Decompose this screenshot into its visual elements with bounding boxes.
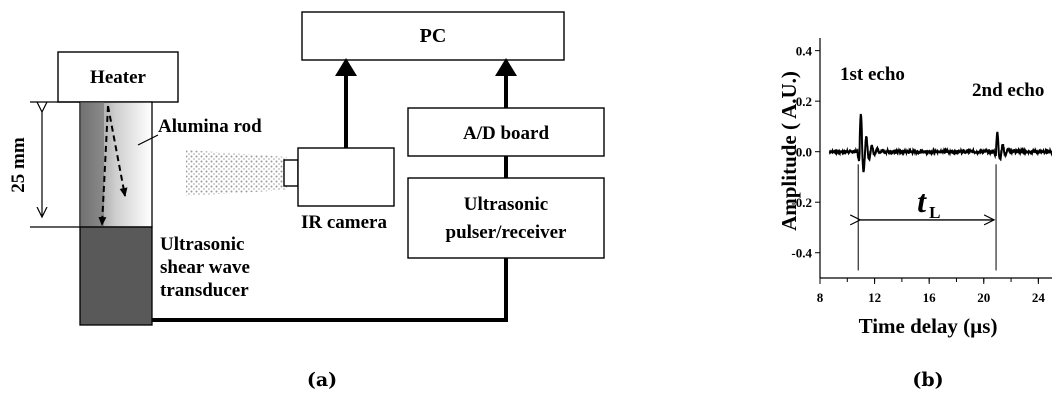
transducer-label-2: shear wave <box>160 257 250 278</box>
y-tick-label: -0.4 <box>791 246 812 261</box>
x-tick-label: 12 <box>868 290 881 305</box>
pc-box <box>301 11 565 61</box>
y-axis-label: Amplitude ( A.U.) <box>777 71 801 231</box>
echo1-label: 1st echo <box>840 64 905 85</box>
plot-axes <box>819 38 1052 279</box>
waveform-plot: 0.4 0.2 0.0 -0.2 -0.4 8 12 16 20 24 1st echo 2nd e… <box>777 38 1052 391</box>
ir-camera-lens <box>283 159 299 187</box>
camera-to-pc-arrowhead <box>335 58 357 76</box>
transducer-block <box>79 226 153 326</box>
x-tick-label: 8 <box>817 290 824 305</box>
x-tick-label: 20 <box>977 290 990 305</box>
rod-label: Alumina rod <box>158 116 262 137</box>
ir-camera-body <box>297 147 395 207</box>
y-tick-label: 0.0 <box>796 145 812 160</box>
pulser-receiver-box <box>407 177 605 259</box>
heater-box <box>57 51 179 103</box>
caption-a: (a) <box>307 369 337 391</box>
transducer-label-3: transducer <box>160 280 249 301</box>
interval-label: t <box>917 183 927 219</box>
heater-label: Heater <box>90 67 146 88</box>
rod-label-leader <box>137 134 159 146</box>
transducer-label-1: Ultrasonic <box>160 234 244 255</box>
ir-camera-label: IR camera <box>301 212 387 233</box>
dimension-label: 25 mm <box>8 137 29 193</box>
y-tick-label: 0.4 <box>796 44 813 59</box>
pc-label: PC <box>420 25 447 47</box>
waveform-series <box>828 113 1052 173</box>
y-tick-label: -0.2 <box>791 195 812 210</box>
x-tick-label: 16 <box>923 290 937 305</box>
ir-field-of-view <box>186 150 287 196</box>
pulser-label-2: pulser/receiver <box>446 222 568 243</box>
adc-label: A/D board <box>463 123 549 144</box>
adc-to-pc-arrowhead <box>495 58 517 76</box>
setup-schematic: PC Heater Alumina rod 25 mm Ultrasonic s… <box>8 11 605 391</box>
y-tick-label: 0.2 <box>796 94 812 109</box>
transducer-cable <box>152 258 508 322</box>
echo2-label: 2nd echo <box>972 80 1044 101</box>
wave-reflection-arrow <box>107 105 128 197</box>
adc-box <box>407 107 605 157</box>
plot-ticks: 0.4 0.2 0.0 -0.2 -0.4 8 12 16 20 24 <box>791 44 1045 305</box>
caption-b: (b) <box>912 369 943 391</box>
pulser-label-1: Ultrasonic <box>464 194 548 215</box>
interval-label-subscript: L <box>929 203 940 222</box>
x-axis-label: Time delay (µs) <box>859 314 998 338</box>
x-tick-label: 24 <box>1032 290 1046 305</box>
